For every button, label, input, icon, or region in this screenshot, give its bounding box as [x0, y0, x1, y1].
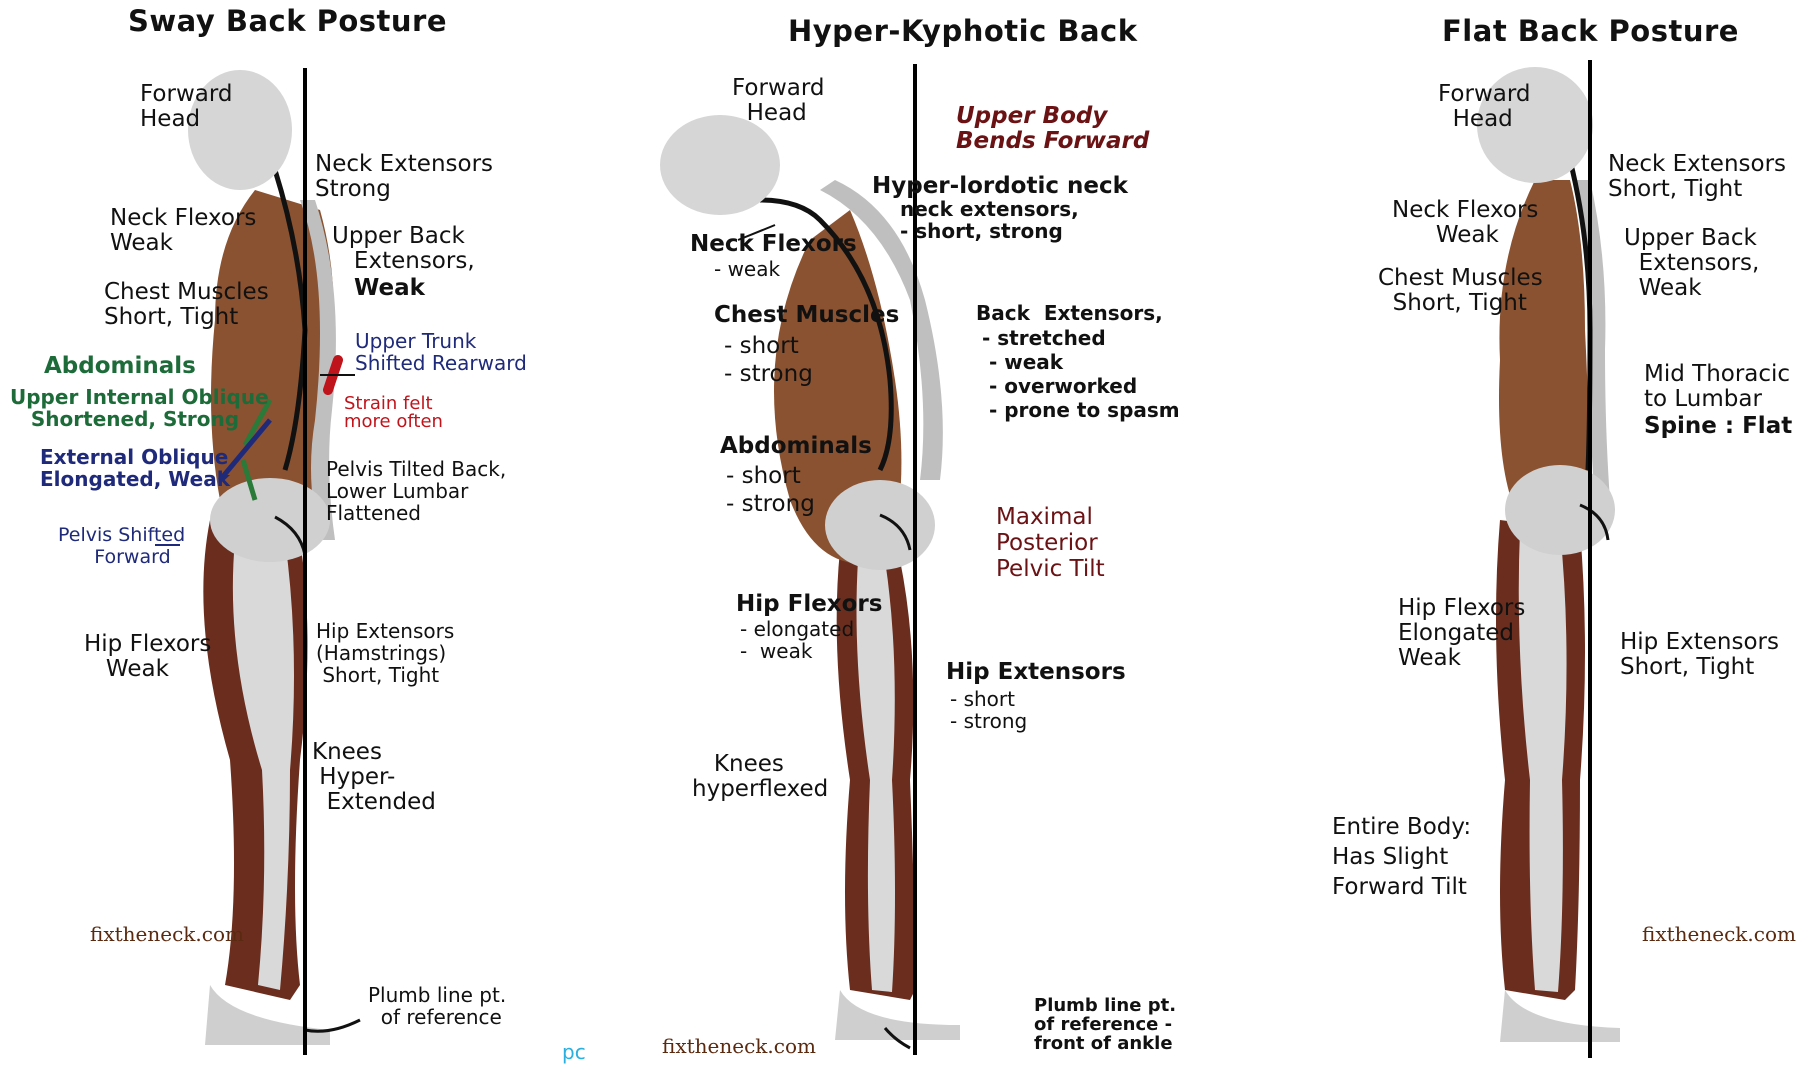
- back-extensors-label: Back Extensors,: [976, 302, 1163, 324]
- neck-flexors-label: Neck Flexors: [690, 232, 857, 257]
- neck-extensors-label: Neck Extensors Strong: [315, 152, 493, 202]
- forward-head-label: Forward Head: [140, 82, 233, 132]
- neck-flexors-detail: - weak: [714, 258, 780, 280]
- panel-title: Flat Back Posture: [1442, 14, 1739, 48]
- hyper-kyphotic-panel: Hyper-Kyphotic Back Forward Head Upper B…: [620, 0, 1220, 1063]
- hip-extensors-label: Hip Extensors: [946, 660, 1126, 685]
- hip-flexors-label: Hip Flexors Elongated Weak: [1398, 596, 1525, 671]
- back-extensors-detail: - stretched - weak - overworked - prone …: [982, 326, 1180, 422]
- hyper-lordotic-label: Hyper-lordotic neck: [872, 174, 1128, 199]
- chest-muscles-label: Chest Muscles Short, Tight: [104, 280, 269, 330]
- upper-back-weak-label: Weak: [354, 276, 425, 301]
- upper-back-label: Upper Back Extensors, Weak: [1624, 226, 1759, 301]
- hip-extensors-label: Hip Extensors Short, Tight: [1620, 630, 1779, 680]
- abdominals-detail: - short - strong: [726, 462, 815, 518]
- external-oblique-label: External Oblique Elongated, Weak: [40, 446, 230, 490]
- hyper-kyphotic-figure: [620, 0, 1220, 1063]
- chest-muscles-label: Chest Muscles: [714, 303, 899, 328]
- plumb-line-label: Plumb line pt. of reference: [368, 984, 506, 1028]
- mid-thoracic-label: Mid Thoracic to Lumbar: [1644, 362, 1790, 412]
- sway-back-panel: Sway Back Posture Forward Head Neck Exte…: [0, 0, 560, 1063]
- upper-trunk-label: Upper Trunk Shifted Rearward: [355, 330, 527, 374]
- strain-label: Strain felt more often: [344, 395, 443, 431]
- forward-head-label: Forward Head: [1438, 82, 1531, 132]
- knees-label: Knees Hyper- Extended: [312, 740, 436, 815]
- abdominals-label: Abdominals: [44, 354, 196, 379]
- panel-title: Hyper-Kyphotic Back: [788, 14, 1138, 48]
- chest-muscles-detail: - short - strong: [724, 332, 813, 388]
- chest-muscles-label: Chest Muscles Short, Tight: [1378, 266, 1543, 316]
- flat-back-panel: Flat Back Posture Forward Head Neck Exte…: [1290, 0, 1806, 1063]
- upper-internal-oblique-label: Upper Internal Oblique Shortened, Strong: [10, 386, 269, 430]
- hip-flexors-label: Hip Flexors Weak: [84, 632, 211, 682]
- plumb-line-label: Plumb line pt. of reference - front of a…: [1034, 996, 1176, 1053]
- neck-flexors-label: Neck Flexors Weak: [110, 206, 256, 256]
- hip-extensors-label: Hip Extensors (Hamstrings) Short, Tight: [316, 620, 454, 686]
- credit-label: fixtheneck.com: [1642, 922, 1796, 946]
- pelvis-tilted-label: Pelvis Tilted Back, Lower Lumbar Flatten…: [326, 458, 506, 524]
- neck-extensors-label: Neck Extensors Short, Tight: [1608, 152, 1786, 202]
- upper-back-extensors-label: Upper Back Extensors,: [332, 224, 475, 274]
- upper-body-label: Upper Body Bends Forward: [956, 104, 1149, 154]
- abdominals-label: Abdominals: [720, 434, 872, 459]
- credit-label: fixtheneck.com: [90, 922, 244, 946]
- hip-flexors-label: Hip Flexors: [736, 592, 882, 617]
- neck-extensors-detail: neck extensors, - short, strong: [900, 198, 1079, 242]
- panel-title: Sway Back Posture: [128, 4, 447, 38]
- spine-flat-label: Spine : Flat: [1644, 414, 1792, 439]
- neck-flexors-label: Neck Flexors Weak: [1392, 198, 1538, 248]
- entire-body-label: Entire Body: Has Slight Forward Tilt: [1332, 812, 1471, 902]
- hip-extensors-detail: - short - strong: [950, 688, 1027, 732]
- maximal-tilt-label: Maximal Posterior Pelvic Tilt: [996, 504, 1105, 582]
- forward-head-label: Forward Head: [732, 76, 825, 126]
- stray-mark: pc: [562, 1040, 586, 1065]
- pelvis-shifted-label: Pelvis Shifted Forward: [58, 524, 185, 568]
- credit-label: fixtheneck.com: [662, 1034, 816, 1058]
- hip-flexors-detail: - elongated - weak: [740, 618, 854, 662]
- knees-label: Knees hyperflexed: [692, 752, 828, 802]
